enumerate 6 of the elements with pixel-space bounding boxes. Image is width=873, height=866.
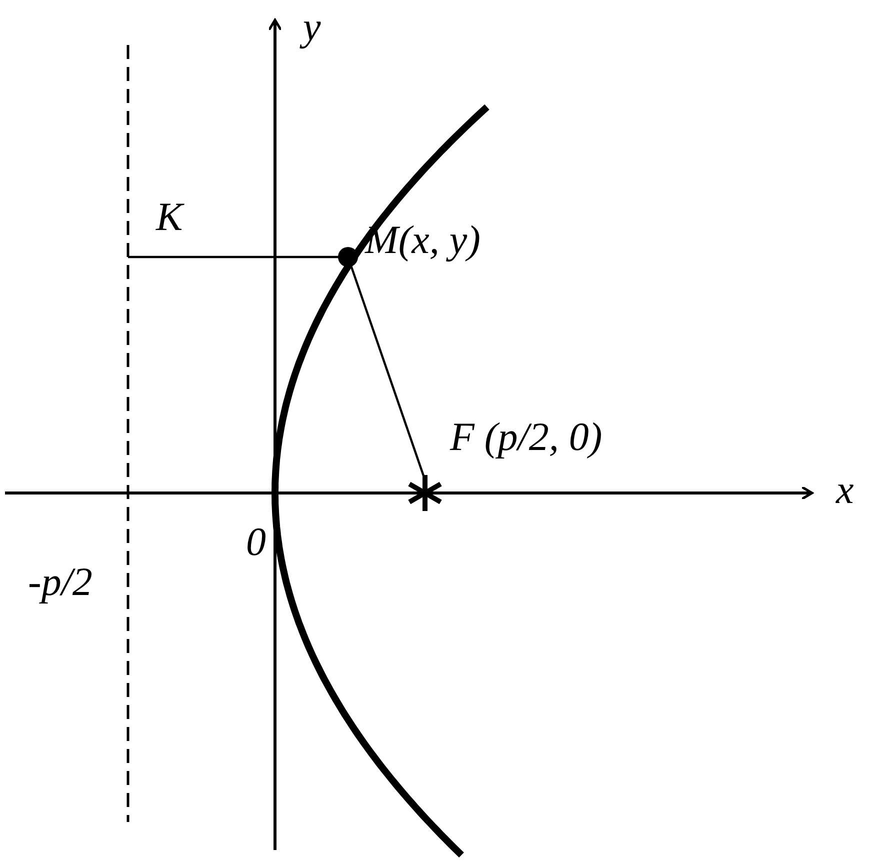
axis-label: x [836,468,854,512]
coordinate-label: -p/2 [28,560,92,604]
point-label: K [156,195,183,239]
point-label: F (p/2, 0) [450,415,602,459]
origin-label: 0 [246,520,266,564]
connector-line [128,256,339,258]
